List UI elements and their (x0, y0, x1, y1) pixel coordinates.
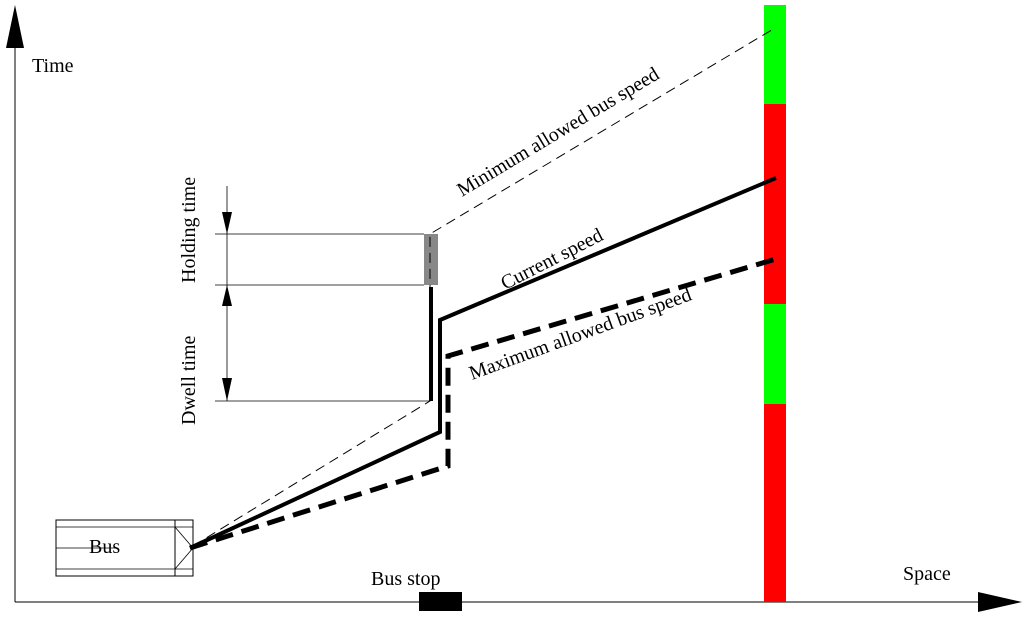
signal-green-phase-2 (764, 304, 786, 404)
maximum-speed-trajectory (189, 256, 777, 551)
maximum-speed-label: Maximum allowed bus speed (466, 284, 694, 385)
x-axis-arrowhead (978, 592, 1022, 612)
current-speed-label: Current speed (497, 224, 606, 294)
holding-time-label: Holding time (178, 177, 200, 283)
holding-time-block (424, 234, 438, 285)
dwell-time-label: Dwell time (178, 335, 200, 425)
holding-time-dimension (222, 186, 232, 401)
bus-icon (55, 519, 194, 577)
bus-stop-label: Bus stop (371, 568, 440, 590)
bus-stop-marker (419, 592, 462, 611)
current-speed-trajectory (189, 176, 777, 550)
bus-label: Bus (89, 536, 120, 558)
minimum-speed-label: Minimum allowed bus speed (453, 63, 663, 201)
signal-green-phase-1 (764, 5, 786, 104)
signal-red-phase-2 (764, 404, 786, 602)
y-axis-arrowhead (6, 5, 24, 48)
x-axis-label: Space (903, 563, 951, 585)
y-axis-label: Time (32, 55, 74, 77)
signal-red-phase-1 (764, 104, 786, 304)
